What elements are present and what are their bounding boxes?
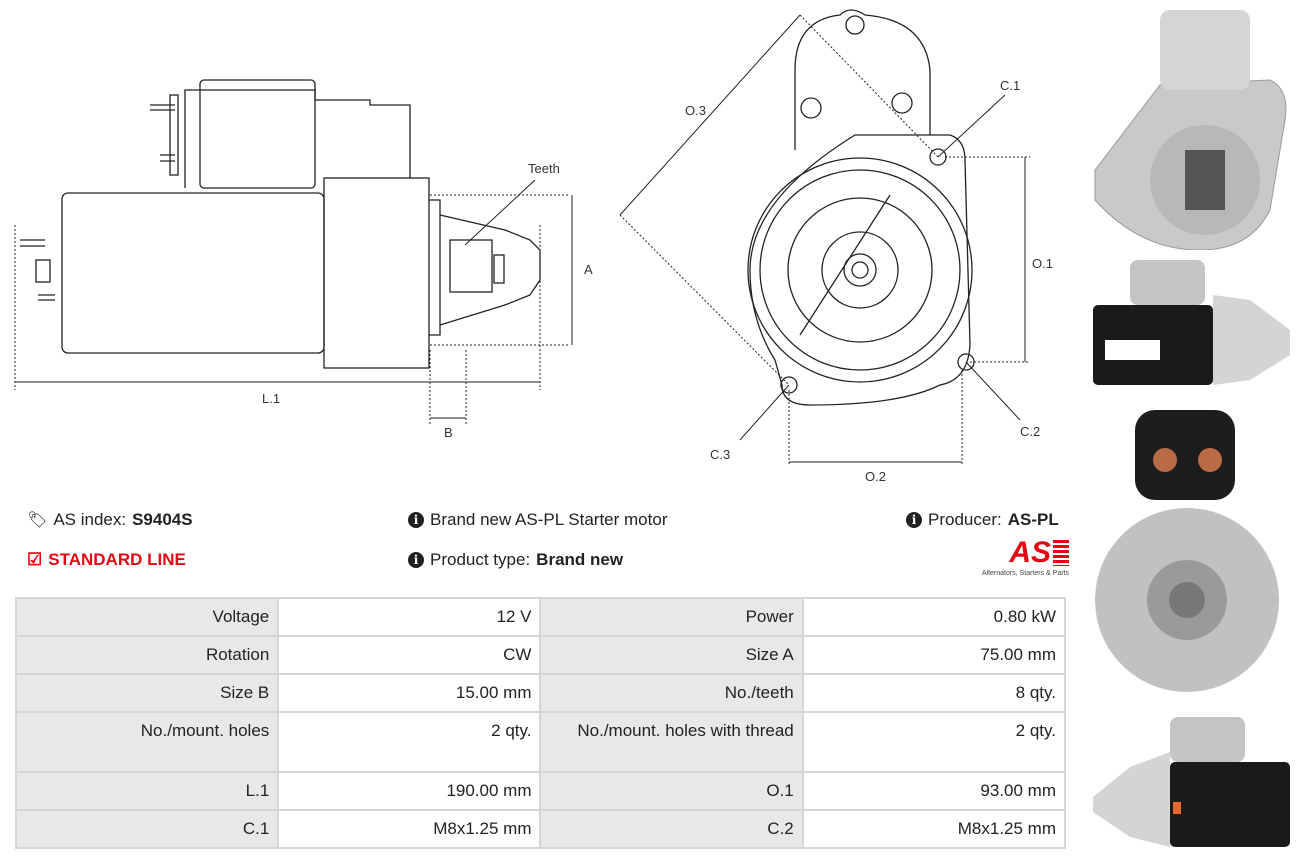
teeth-label: Teeth	[528, 161, 560, 176]
mount-holes-thread-label: No./mount. holes with thread	[539, 711, 804, 773]
dim-a-label: A	[584, 262, 593, 277]
c2-value: M8x1.25 mm	[801, 809, 1067, 849]
size-a-label: Size A	[539, 635, 804, 675]
mount-holes-value: 2 qty.	[277, 711, 542, 773]
side-view-drawing: Teeth A L.1 B	[14, 79, 593, 440]
producer-label: Producer:	[928, 510, 1002, 529]
c1-value: M8x1.25 mm	[277, 809, 542, 849]
product-photo-rear	[1090, 405, 1295, 695]
voltage-label: Voltage	[14, 597, 280, 637]
dim-o2-label: O.2	[865, 469, 886, 484]
dim-c2-label: C.2	[1020, 424, 1040, 439]
checkbox-icon: ☑	[27, 550, 43, 569]
dim-l1-label: L.1	[262, 391, 280, 406]
front-view-drawing: O.3 C.1 O.1 C.2 C.3 O.2	[619, 9, 1053, 484]
description: i Brand new AS-PL Starter motor	[408, 510, 667, 530]
size-b-label: Size B	[14, 673, 280, 713]
dim-b-label: B	[444, 425, 453, 440]
logo-mark: AS	[1009, 536, 1051, 569]
power-label: Power	[539, 597, 804, 637]
teeth-count-label: No./teeth	[539, 673, 804, 713]
teeth-count-value: 8 qty.	[801, 673, 1067, 713]
rotation-label: Rotation	[14, 635, 280, 675]
dim-c3-label: C.3	[710, 447, 730, 462]
dim-o3-label: O.3	[685, 103, 706, 118]
c2-label: C.2	[539, 809, 804, 849]
standard-line-badge: ☑ STANDARD LINE	[27, 550, 186, 570]
size-b-value: 15.00 mm	[277, 673, 542, 713]
logo-stripes	[1053, 540, 1069, 566]
info-icon: i	[408, 552, 424, 568]
voltage-value: 12 V	[277, 597, 542, 637]
mount-holes-thread-value: 2 qty.	[801, 711, 1067, 773]
l1-label: L.1	[14, 771, 280, 811]
size-a-value: 75.00 mm	[801, 635, 1067, 675]
as-index: 🏷 AS index: S9404S	[27, 510, 193, 530]
c1-label: C.1	[14, 809, 280, 849]
o1-label: O.1	[539, 771, 804, 811]
producer-value: AS-PL	[1007, 510, 1059, 529]
description-text: Brand new AS-PL Starter motor	[430, 510, 668, 529]
standard-line-label: STANDARD LINE	[48, 550, 186, 569]
tags-icon: 🏷	[27, 512, 48, 529]
as-index-value: S9404S	[132, 510, 193, 529]
product-type-label: Product type:	[430, 550, 531, 569]
product-photo-side	[1090, 255, 1295, 390]
dim-o1-label: O.1	[1032, 256, 1053, 271]
rotation-value: CW	[277, 635, 542, 675]
product-photo-angle	[1090, 712, 1295, 852]
as-pl-logo: AS Alternators, Starters & Parts	[965, 538, 1069, 577]
producer: i Producer: AS-PL	[906, 510, 1059, 530]
o1-value: 93.00 mm	[801, 771, 1067, 811]
as-index-label: AS index:	[53, 510, 127, 529]
mount-holes-label: No./mount. holes	[14, 711, 280, 773]
l1-value: 190.00 mm	[277, 771, 542, 811]
product-type: i Product type: Brand new	[408, 550, 623, 570]
product-type-value: Brand new	[536, 550, 624, 569]
info-icon: i	[906, 512, 922, 528]
info-icon: i	[408, 512, 424, 528]
dim-c1-label: C.1	[1000, 78, 1020, 93]
logo-tagline: Alternators, Starters & Parts	[981, 570, 1069, 577]
power-value: 0.80 kW	[801, 597, 1067, 637]
product-photo-front	[1090, 10, 1290, 251]
